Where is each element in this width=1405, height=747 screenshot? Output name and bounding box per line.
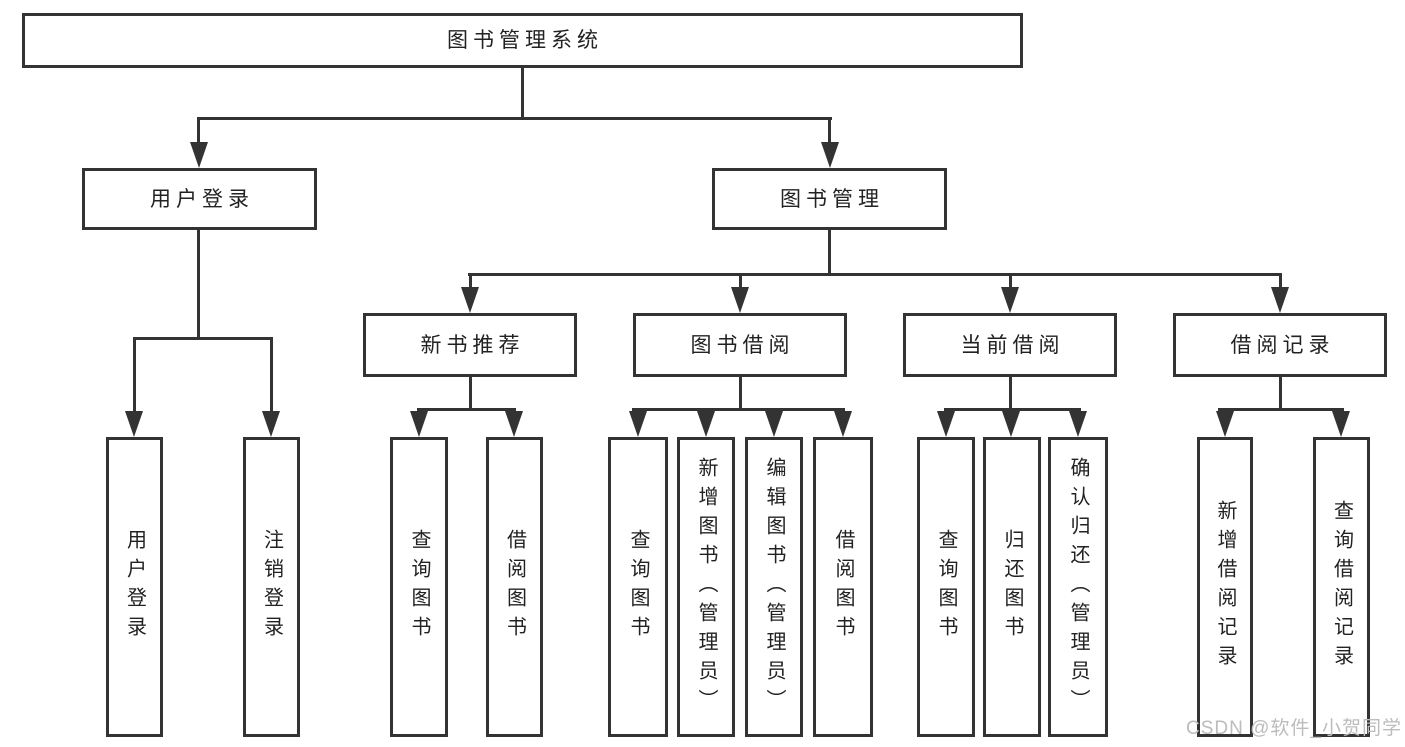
node-root-label: 图书管理系统 [447, 29, 603, 52]
connector-line [828, 117, 831, 146]
leaf-borrow-books-borrow-label: 借阅图书 [832, 529, 854, 645]
leaf-logout-label: 注销登录 [260, 529, 283, 645]
leaf-borrow-books-borrow: 借阅图书 [813, 437, 873, 737]
connector-line [944, 408, 1081, 411]
leaf-borrow-books-recommend: 借阅图书 [486, 437, 543, 737]
connector-line [197, 117, 832, 120]
node-root: 图书管理系统 [22, 13, 1023, 68]
arrow-down-icon [505, 411, 523, 437]
arrow-down-icon [1069, 411, 1087, 437]
arrow-down-icon [461, 287, 479, 313]
connector-line [1279, 377, 1282, 411]
node-book-borrow-label: 图书借阅 [690, 333, 795, 357]
leaf-return-books: 归还图书 [983, 437, 1041, 737]
node-borrow-records: 借阅记录 [1173, 313, 1387, 377]
leaf-add-book-admin: 新增图书（管理员） [677, 437, 735, 737]
arrow-down-icon [1002, 411, 1020, 437]
arrow-down-icon [731, 287, 749, 313]
connector-line [828, 230, 831, 276]
connector-line [197, 117, 200, 146]
connector-line [469, 377, 472, 411]
connector-line [521, 68, 524, 120]
leaf-query-books-borrow: 查询图书 [608, 437, 668, 737]
node-book-management-label: 图书管理 [780, 187, 884, 211]
node-user-login: 用户登录 [82, 168, 317, 230]
arrow-down-icon [125, 411, 143, 437]
node-current-borrow: 当前借阅 [903, 313, 1117, 377]
leaf-add-borrow-record-label: 新增借阅记录 [1214, 500, 1236, 674]
arrow-down-icon [937, 411, 955, 437]
connector-line [133, 337, 136, 414]
leaf-query-borrow-record-label: 查询借阅记录 [1330, 500, 1353, 674]
arrow-down-icon [697, 411, 715, 437]
arrow-down-icon [190, 142, 208, 168]
connector-line [739, 273, 742, 290]
arrow-down-icon [765, 411, 783, 437]
connector-line [1009, 273, 1012, 290]
watermark: CSDN @软件_小贺同学 [1186, 718, 1402, 739]
connector-line [1279, 273, 1282, 290]
connector-line [417, 408, 516, 411]
leaf-edit-book-admin: 编辑图书（管理员） [745, 437, 803, 737]
connector-line [133, 337, 273, 340]
leaf-confirm-return-admin-label: 确认归还（管理员） [1067, 456, 1089, 718]
leaf-add-book-admin-label: 新增图书（管理员） [695, 456, 717, 718]
arrow-down-icon [262, 411, 280, 437]
arrow-down-icon [1001, 287, 1019, 313]
leaf-query-books-current: 查询图书 [917, 437, 975, 737]
leaf-confirm-return-admin: 确认归还（管理员） [1048, 437, 1108, 737]
node-user-login-label: 用户登录 [150, 187, 254, 211]
connector-line [469, 273, 472, 290]
leaf-user-login-label: 用户登录 [123, 529, 146, 645]
node-book-borrow: 图书借阅 [633, 313, 847, 377]
arrow-down-icon [1216, 411, 1234, 437]
connector-line [270, 337, 273, 414]
connector-line [468, 273, 1282, 276]
arrow-down-icon [834, 411, 852, 437]
arrow-down-icon [410, 411, 428, 437]
arrow-down-icon [1332, 411, 1350, 437]
arrow-down-icon [629, 411, 647, 437]
leaf-return-books-label: 归还图书 [1001, 529, 1023, 645]
leaf-query-books-current-label: 查询图书 [935, 529, 957, 645]
leaf-query-books-recommend-label: 查询图书 [408, 529, 430, 645]
node-current-borrow-label: 当前借阅 [960, 333, 1065, 357]
connector-line [632, 408, 845, 411]
connector-line [1009, 377, 1012, 411]
leaf-borrow-books-recommend-label: 借阅图书 [503, 529, 526, 645]
node-new-book-recommend-label: 新书推荐 [420, 333, 525, 357]
leaf-logout: 注销登录 [243, 437, 300, 737]
node-book-management: 图书管理 [712, 168, 947, 230]
node-new-book-recommend: 新书推荐 [363, 313, 577, 377]
connector-line [1218, 408, 1344, 411]
leaf-query-borrow-record: 查询借阅记录 [1313, 437, 1370, 737]
leaf-query-books-borrow-label: 查询图书 [627, 529, 649, 645]
connector-line [197, 230, 200, 340]
arrow-down-icon [1271, 287, 1289, 313]
connector-line [739, 377, 742, 411]
node-borrow-records-label: 借阅记录 [1230, 333, 1335, 357]
leaf-query-books-recommend: 查询图书 [390, 437, 448, 737]
leaf-edit-book-admin-label: 编辑图书（管理员） [763, 456, 785, 718]
leaf-add-borrow-record: 新增借阅记录 [1197, 437, 1253, 737]
leaf-user-login: 用户登录 [106, 437, 163, 737]
arrow-down-icon [821, 142, 839, 168]
